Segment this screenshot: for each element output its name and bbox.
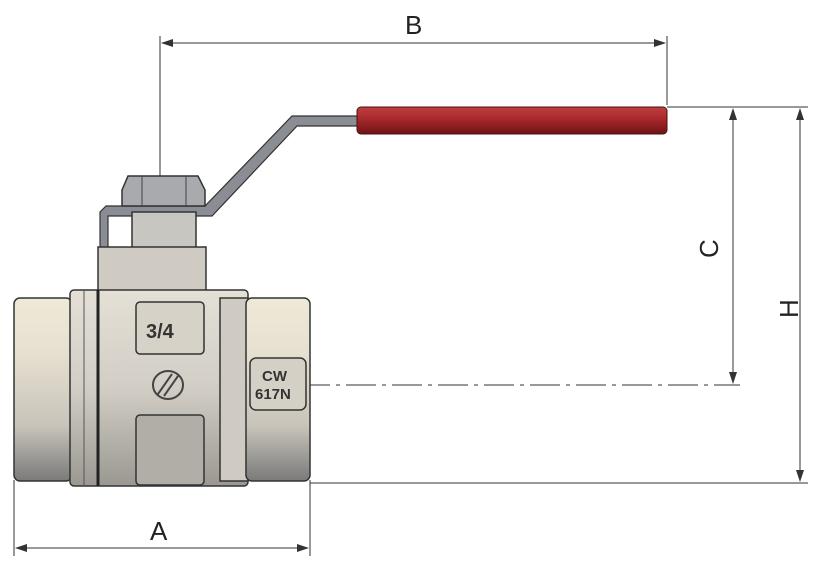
valve-body [13,289,311,487]
brand-logo-icon [152,370,184,400]
material-marking-line2: 617N [255,386,291,403]
lever-handle-grip [356,106,668,135]
size-marking: 3/4 [146,321,175,343]
stem-nut [121,175,206,207]
dimension-c-label: C [694,239,724,258]
dimension-b-label: B [405,10,422,40]
dimension-h-label: H [774,299,804,318]
material-marking-line1: CW [262,368,288,385]
dimension-a-label: A [150,516,168,546]
valve-stem [131,211,197,249]
